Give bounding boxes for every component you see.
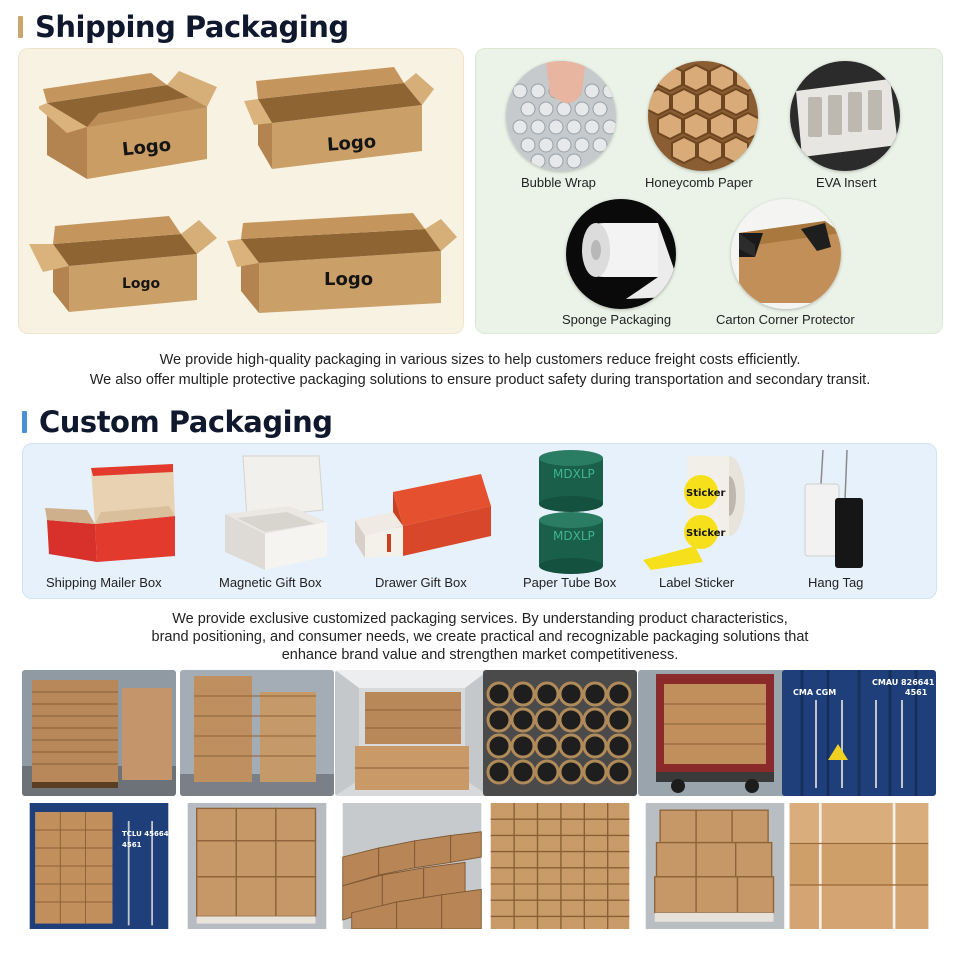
protective-packaging-panel: Bubble Wrap Honeycomb [475,48,943,334]
shipping-section-heading: Shipping Packaging [18,10,349,44]
protective-label-bubble-wrap: Bubble Wrap [521,175,596,190]
custom-description-line: We provide exclusive customized packagin… [172,611,788,627]
custom-description-line: enhance brand value and strengthen marke… [281,647,679,663]
container-label: CMAU 826641 3 [872,678,943,687]
warehouse-pallets-photo [22,670,176,796]
shipping-container-photo [782,670,936,796]
custom-title: Custom Packaging [39,405,333,439]
shipping-mailer-box-image [45,464,175,562]
container-label: 4561 [122,841,142,849]
protective-item [566,199,676,314]
protective-item [506,61,618,176]
shipping-boxes-panel: Logo Logo Logo Logo [18,48,464,334]
container-loading-photo [335,670,489,796]
open-cartons-photo [342,803,482,929]
sticker-text: Sticker [686,488,726,499]
honeycomb-paper-image [645,61,761,171]
paper-tubes-photo [483,670,637,796]
eva-insert-image [790,61,900,171]
drawer-gift-box-image [355,474,491,558]
cartons-stack-photo [187,803,327,929]
custom-title-accent [22,411,27,433]
shipping-title: Shipping Packaging [35,10,349,44]
tube-brand-text: MDXLP [553,467,595,481]
protective-item [645,61,761,176]
sponge-packaging-image [566,199,676,309]
custom-packaging-panel: Shipping Mailer Box Magnetic Gift Box Dr… [22,443,937,599]
custom-description-line: brand positioning, and consumer needs, w… [151,629,809,645]
carton-box-image [244,67,434,169]
shipping-description-line: We provide high-quality packaging in var… [159,352,801,368]
protective-label-honeycomb-paper: Honeycomb Paper [645,175,753,190]
warehouse-stacks-photo [180,670,334,796]
box-logo-text: Logo [324,269,374,290]
hang-tag-image [804,449,863,568]
cartons-wall-photo [490,803,630,929]
magnetic-gift-box-image [225,455,327,570]
box-logo-text: Logo [122,276,161,292]
label-sticker-image [643,456,745,570]
bubble-wrap-image [506,61,618,171]
container-label: CMA CGM [793,688,837,697]
carton-box-image [227,213,457,313]
shipping-description-line: We also offer multiple protective packag… [89,372,871,388]
custom-label-hang-tag: Hang Tag [808,575,864,590]
custom-section-heading: Custom Packaging [22,405,333,439]
carton-corner-protector-image [731,199,841,309]
truck-loading-photo [638,670,792,796]
container-label: TCLU 456641 3 [122,830,181,838]
custom-label-label-sticker: Label Sticker [659,575,735,590]
custom-label-shipping-mailer-box: Shipping Mailer Box [46,575,162,590]
protective-label-eva-insert: EVA Insert [816,175,877,190]
box-logo-text: Logo [326,131,377,156]
custom-label-drawer-gift-box: Drawer Gift Box [375,575,467,590]
shipping-title-accent [18,16,23,38]
protective-label-sponge-packaging: Sponge Packaging [562,312,672,327]
pallet-cartons-photo [645,803,785,929]
paper-tube-box-image [539,450,603,574]
protective-item [731,199,841,314]
protective-label-carton-corner-protector: Carton Corner Protector [716,312,855,327]
carton-box-image [29,216,217,312]
custom-label-paper-tube-box: Paper Tube Box [523,575,617,590]
container-label: 4561 [905,688,928,697]
container-cartons-photo [29,803,169,929]
tube-brand-text: MDXLP [553,529,595,543]
sticker-text: Sticker [686,528,726,539]
large-cartons-photo [789,803,929,929]
custom-label-magnetic-gift-box: Magnetic Gift Box [219,575,322,590]
protective-item [790,61,900,176]
carton-box-image [39,71,217,179]
